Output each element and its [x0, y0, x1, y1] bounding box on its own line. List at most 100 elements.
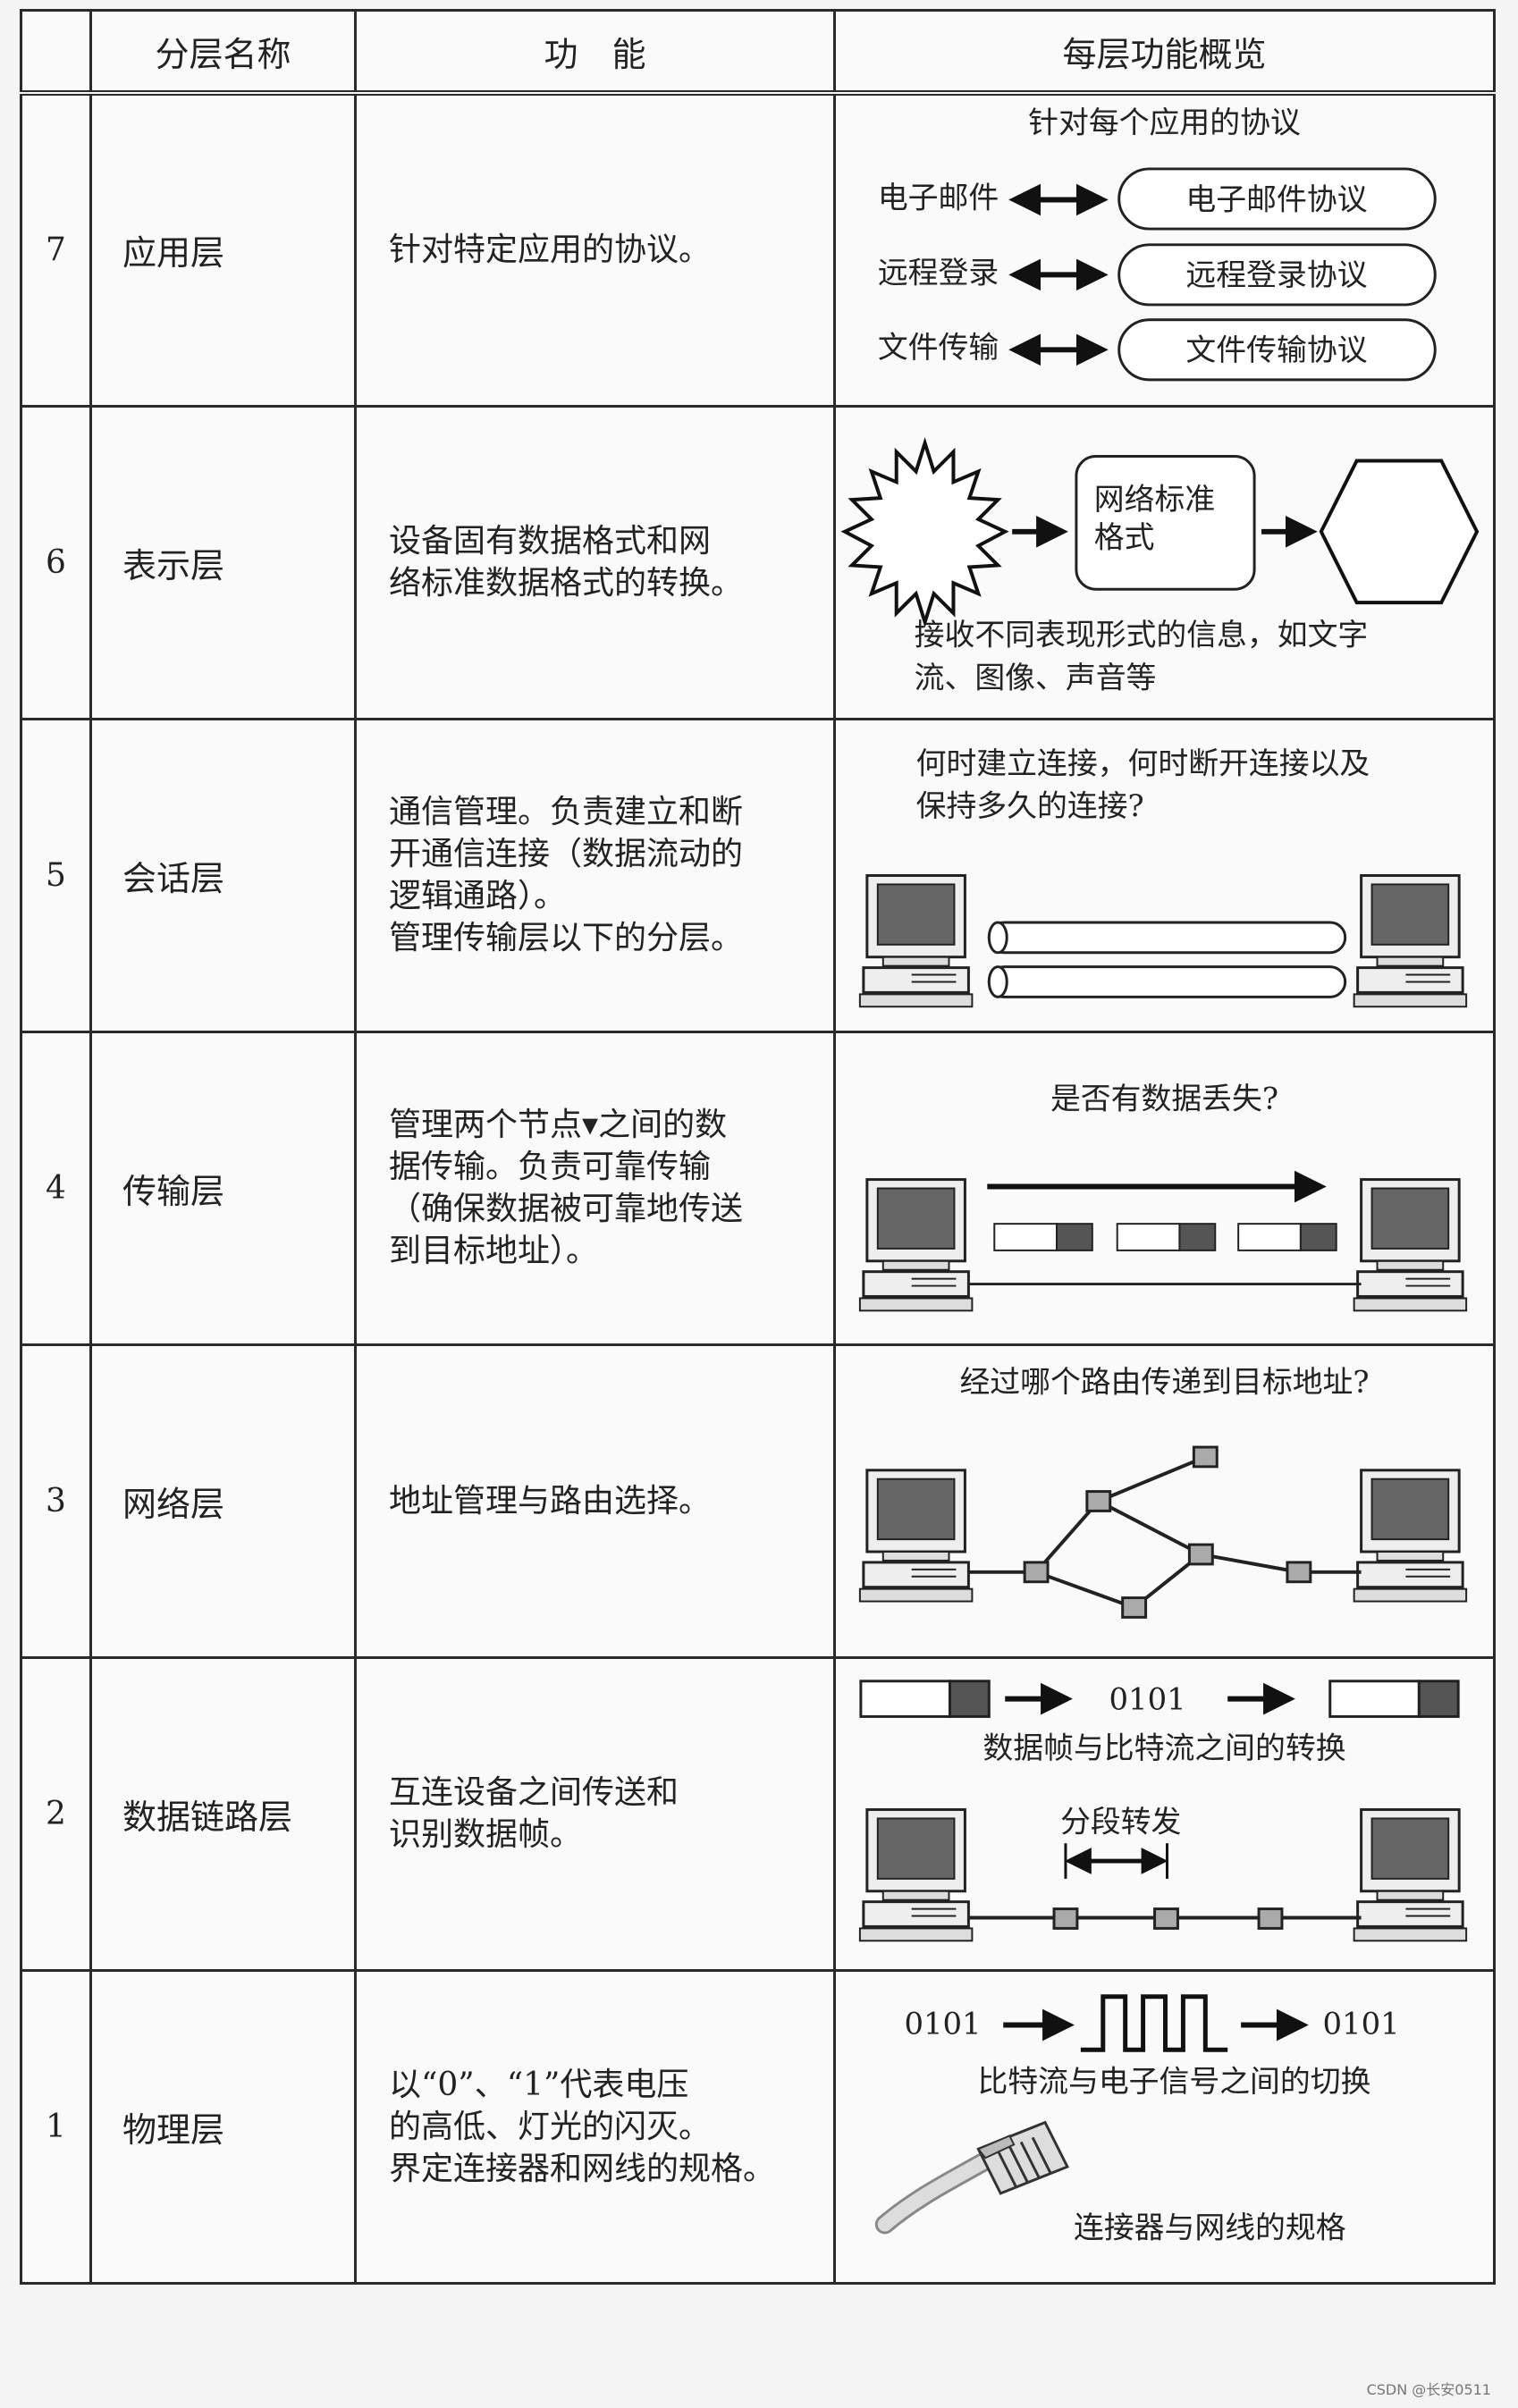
layer-number: 3: [20, 1343, 92, 1659]
layer-name: 网络层: [89, 1343, 357, 1659]
router-icon: [1085, 1489, 1112, 1512]
protocol-label: 文件传输协议: [1185, 333, 1367, 367]
physical-diagram: 0101 0101 比特流与电子信号之间的切换: [874, 1993, 1400, 2244]
standard-format-label: 网络标准: [1094, 482, 1215, 517]
router-icon: [1187, 1543, 1214, 1565]
segment-label: 分段转发: [1060, 1804, 1181, 1839]
layer-name: 物理层: [89, 1968, 357, 2285]
overview-network: 经过哪个路由传递到目标地址?: [833, 1343, 1496, 1659]
data-frame-icon: [1237, 1222, 1337, 1251]
overview-caption: 接收不同表现形式的信息，如文字: [915, 617, 1369, 652]
square-wave-icon: [1080, 1993, 1228, 2052]
protocol-pair: 电子邮件 电子邮件协议: [878, 167, 1437, 231]
rj45-connector-icon: [874, 2120, 1070, 2234]
layer-number: 6: [20, 404, 92, 720]
layer-number: 5: [20, 717, 92, 1033]
data-frame-icon: [1328, 1679, 1421, 1718]
layer-function: 以“0”、“1”代表电压 的高低、灯光的闪灭。 界定连接器和网线的规格。: [354, 1968, 836, 2285]
overview-caption: 保持多久的连接?: [916, 788, 1144, 823]
computer-icon: [1353, 1807, 1468, 1942]
presentation-diagram: 网络标准 格式 接收不同表现形式的信息，如文字 流、图像、声音等: [840, 436, 1480, 695]
network-diagram: 经过哪个路由传递到目标地址?: [858, 1364, 1468, 1619]
layer-row-4: 4 传输层 管理两个节点▾之间的数 据传输。负责可靠传输 （确保数据被可靠地传送…: [20, 1030, 1496, 1346]
protocol-label: 远程登录协议: [1185, 257, 1367, 292]
layer-name: 数据链路层: [89, 1655, 357, 1972]
layer-name: 传输层: [89, 1030, 357, 1346]
data-frame-icon: [993, 1222, 1093, 1251]
protocol-box: [1117, 167, 1437, 231]
data-frame-icon: [1417, 1679, 1460, 1718]
protocol-pair: 远程登录 远程登录协议: [878, 243, 1437, 307]
bitstream-label: 0101: [1109, 1681, 1186, 1716]
layer-number: 4: [20, 1030, 92, 1346]
header-function: 功 能: [354, 9, 836, 96]
router-nodes: [1023, 1445, 1312, 1619]
layer-name: 表示层: [89, 404, 357, 720]
layer-row-3: 3 网络层 地址管理与路由选择。 经过哪个路由传递到目标地址?: [20, 1343, 1496, 1659]
layer-row-1: 1 物理层 以“0”、“1”代表电压 的高低、灯光的闪灭。 界定连接器和网线的规…: [20, 1968, 1496, 2285]
protocol-box: [1117, 243, 1437, 307]
application-diagram: 针对每个应用的协议 电子邮件 电子邮件协议 远程登录 远程登录协议: [878, 105, 1437, 382]
overview-physical: 0101 0101 比特流与电子信号之间的切换: [833, 1968, 1496, 2285]
layer-row-7: 7 应用层 针对特定应用的协议。 针对每个应用的协议 电子邮件 电子邮件协议 远…: [20, 91, 1496, 408]
overview-caption: 何时建立连接，何时断开连接以及: [916, 745, 1370, 780]
header-overview: 每层功能概览: [833, 9, 1496, 96]
overview-caption: 数据帧与比特流之间的转换: [982, 1730, 1345, 1765]
standard-format-box: [1075, 454, 1256, 591]
layer-function: 设备固有数据格式和网 络标准数据格式的转换。: [354, 404, 836, 720]
layer-row-2: 2 数据链路层 互连设备之间传送和 识别数据帧。 0101 数据帧与比特流之间的…: [20, 1655, 1496, 1972]
overview-caption: 比特流与电子信号之间的切换: [977, 2063, 1370, 2098]
connection-pipe: [987, 921, 1347, 954]
overview-title: 针对每个应用的协议: [1028, 105, 1301, 140]
layer-name: 应用层: [89, 91, 357, 408]
layer-number: 2: [20, 1655, 92, 1972]
layer-function: 针对特定应用的协议。: [354, 91, 836, 408]
data-frame-icon: [948, 1679, 991, 1718]
computer-icon: [1353, 873, 1468, 1008]
layer-row-5: 5 会话层 通信管理。负责建立和断 开通信连接（数据流动的 逻辑通路）。 管理传…: [20, 717, 1496, 1033]
protocol-box: [1117, 318, 1437, 382]
overview-session: 何时建立连接，何时断开连接以及 保持多久的连接?: [833, 717, 1496, 1033]
routing-paths: [969, 1454, 1362, 1609]
layer-row-6: 6 表示层 设备固有数据格式和网 络标准数据格式的转换。 网络标准 格式 接收不…: [20, 404, 1496, 720]
computer-icon: [858, 873, 974, 1008]
overview-caption: 连接器与网线的规格: [1074, 2210, 1346, 2244]
header-num-cell: [20, 9, 92, 96]
overview-transport: 是否有数据丢失?: [833, 1030, 1496, 1346]
overview-caption: 流、图像、声音等: [915, 660, 1157, 695]
app-label: 远程登录: [878, 255, 999, 290]
computer-icon: [858, 1807, 974, 1942]
layer-function: 互连设备之间传送和 识别数据帧。: [354, 1655, 836, 1972]
switch-nodes: [1052, 1907, 1284, 1930]
computer-icon: [858, 1468, 974, 1603]
router-icon: [1192, 1445, 1219, 1468]
router-icon: [1286, 1560, 1312, 1583]
app-label: 文件传输: [878, 330, 999, 365]
switch-icon: [1153, 1907, 1179, 1930]
bitstream-label: 0101: [1323, 2006, 1400, 2041]
computer-icon: [1353, 1468, 1468, 1603]
computer-icon: [1353, 1177, 1468, 1312]
data-frame-icon: [859, 1679, 951, 1718]
data-frame-icon: [1116, 1222, 1217, 1251]
router-icon: [1023, 1560, 1050, 1583]
protocol-pair: 文件传输 文件传输协议: [878, 318, 1437, 382]
osi-layer-table: 分层名称 功 能 每层功能概览 7 应用层 针对特定应用的协议。 针对每个应用的…: [20, 9, 1496, 2285]
app-label: 电子邮件: [878, 181, 999, 215]
overview-caption: 是否有数据丢失?: [1050, 1081, 1278, 1116]
session-diagram: 何时建立连接，何时断开连接以及 保持多久的连接?: [858, 745, 1468, 1008]
overview-presentation: 网络标准 格式 接收不同表现形式的信息，如文字 流、图像、声音等: [833, 404, 1496, 720]
datalink-diagram: 0101 数据帧与比特流之间的转换 分段转发: [858, 1679, 1468, 1942]
router-icon: [1121, 1596, 1148, 1619]
bitstream-label: 0101: [904, 2006, 981, 2041]
protocol-label: 电子邮件协议: [1185, 181, 1367, 216]
header-layer-name: 分层名称: [89, 9, 357, 96]
switch-icon: [1257, 1907, 1284, 1930]
overview-application: 针对每个应用的协议 电子邮件 电子邮件协议 远程登录 远程登录协议: [833, 91, 1496, 408]
layer-function: 管理两个节点▾之间的数 据传输。负责可靠传输 （确保数据被可靠地传送 到目标地址…: [354, 1030, 836, 1346]
switch-icon: [1052, 1907, 1079, 1930]
layer-number: 7: [20, 91, 92, 408]
table-header-row: 分层名称 功 能 每层功能概览: [20, 9, 1496, 96]
starburst-icon: [840, 436, 1009, 628]
csdn-watermark: CSDN @长安0511: [1366, 2381, 1491, 2398]
